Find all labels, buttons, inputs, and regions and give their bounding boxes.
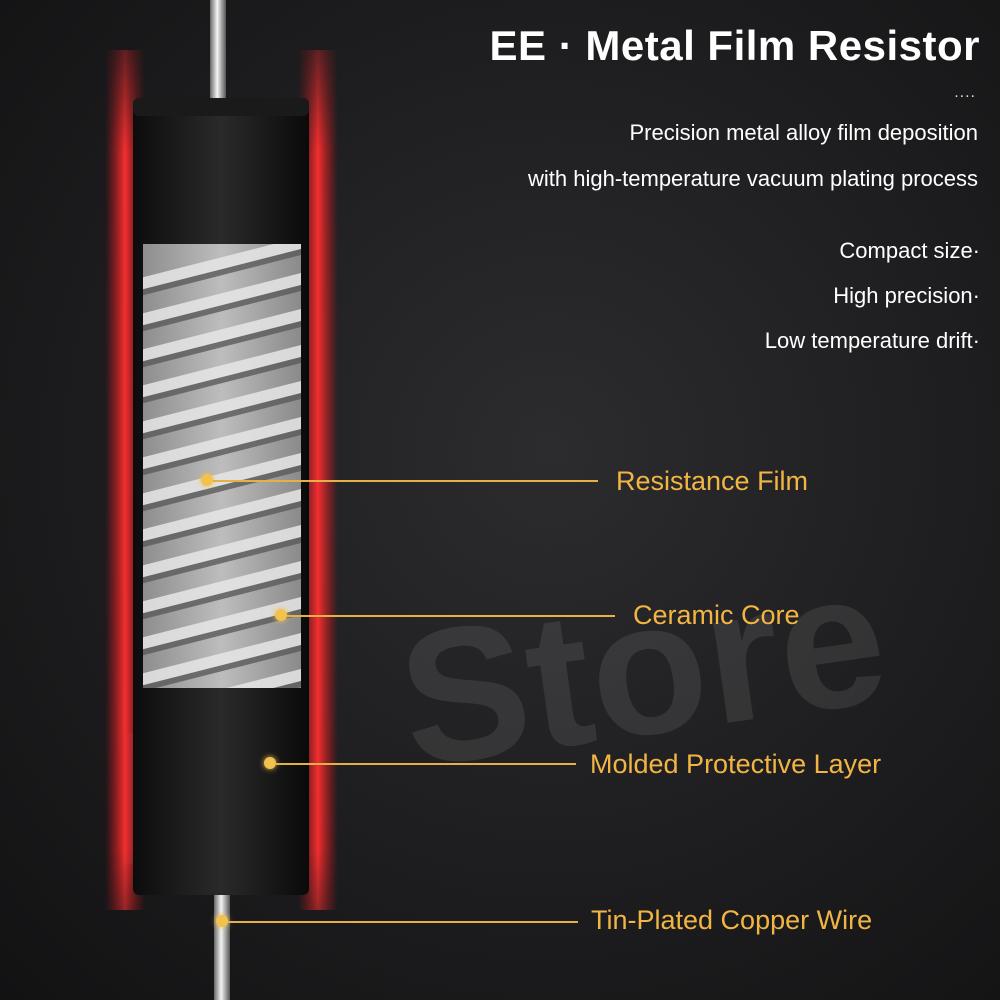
film-stripe	[143, 381, 301, 434]
film-stripe-shadow	[143, 249, 301, 296]
film-stripe	[143, 309, 301, 362]
film-stripe	[143, 633, 301, 686]
film-stripe-shadow	[143, 609, 301, 656]
feature-compact-size: Compact size·	[839, 238, 980, 263]
film-stripe-shadow	[143, 465, 301, 512]
resistance-film-leader-line	[213, 480, 598, 482]
film-stripe-shadow	[143, 573, 301, 620]
film-stripe	[143, 561, 301, 614]
title-dots: ....	[954, 84, 976, 101]
bottom-wire	[214, 895, 230, 1000]
film-stripe-shadow	[143, 285, 301, 332]
film-stripe-shadow	[143, 429, 301, 476]
description-line-1: Precision metal alloy film deposition	[629, 120, 979, 145]
feature-low-temp-drift: Low temperature drift·	[764, 328, 980, 353]
resistance-film-label: Resistance Film	[616, 466, 809, 496]
film-stripe	[143, 489, 301, 542]
film-stripe	[143, 417, 301, 470]
top-wire	[210, 0, 226, 100]
film-stripe-shadow	[273, 681, 301, 688]
molded-layer-label: Molded Protective Layer	[590, 749, 882, 779]
wire-marker	[216, 915, 228, 927]
wire-leader-line	[228, 921, 578, 923]
film-stripe	[143, 345, 301, 398]
molded-layer-marker	[264, 757, 276, 769]
film-stripe-shadow	[143, 645, 301, 688]
feature-high-precision: High precision·	[833, 283, 980, 308]
film-stripe	[143, 453, 301, 506]
resistance-film-spiral	[143, 244, 301, 688]
film-stripe-shadow	[143, 321, 301, 368]
film-stripe-shadow	[143, 537, 301, 584]
ceramic-core-label: Ceramic Core	[633, 600, 800, 630]
page-title: EE · Metal Film Resistor	[489, 22, 980, 69]
wire-label: Tin-Plated Copper Wire	[591, 905, 873, 935]
film-stripe	[143, 244, 301, 290]
film-stripe-shadow	[143, 501, 301, 548]
film-stripe	[143, 525, 301, 578]
ceramic-core-leader-line	[287, 615, 615, 617]
ceramic-core-marker	[275, 609, 287, 621]
molded-layer-leader-line	[276, 763, 576, 765]
film-stripe-shadow	[143, 393, 301, 440]
film-stripe	[226, 669, 301, 688]
description-line-2: with high-temperature vacuum plating pro…	[527, 166, 978, 191]
film-stripe	[143, 597, 301, 650]
resistance-film-marker	[201, 474, 213, 486]
film-stripe-shadow	[143, 357, 301, 404]
film-stripe	[143, 273, 301, 326]
